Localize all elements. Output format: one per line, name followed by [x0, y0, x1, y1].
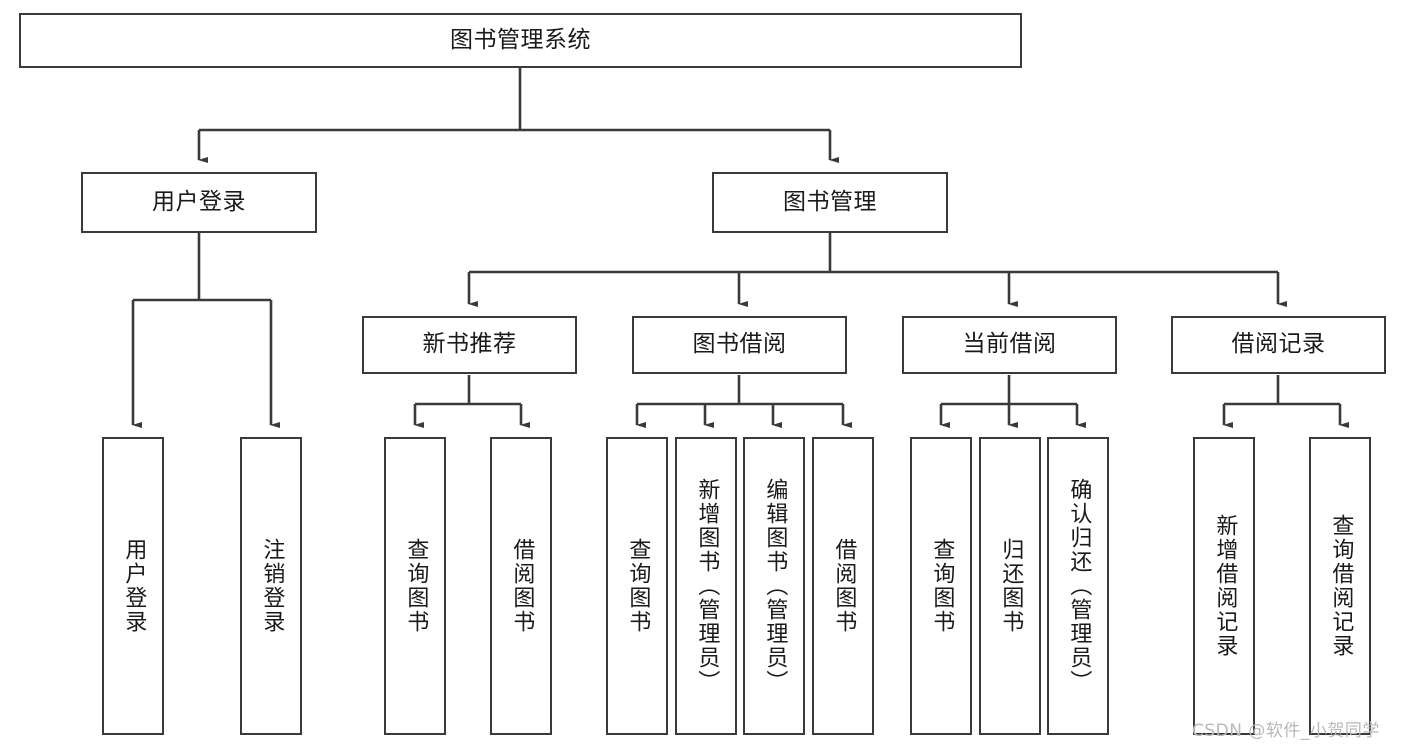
node-label: 查询图书: [929, 538, 955, 634]
node-label: 借阅图书: [509, 538, 535, 634]
leaf-borrow-book[interactable]: 借阅图书: [812, 437, 874, 735]
node-label: 图书管理: [783, 188, 877, 215]
node-label: 图书借阅: [692, 331, 787, 358]
node-label: 新增借阅记录: [1212, 514, 1238, 658]
leaf-add-book[interactable]: 新增图书（管理员）: [675, 437, 737, 735]
node-borrow-record[interactable]: 借阅记录: [1171, 316, 1386, 374]
node-book-management[interactable]: 图书管理: [712, 172, 948, 233]
node-label: 新书推荐: [422, 331, 517, 358]
node-label: 图书管理系统: [450, 26, 591, 53]
node-label: 用户登录: [121, 538, 147, 634]
leaf-borrow-book-recommend[interactable]: 借阅图书: [490, 437, 552, 735]
node-label: 当前借阅: [962, 331, 1057, 358]
node-label: 借阅记录: [1231, 331, 1326, 358]
node-label: 借阅图书: [831, 538, 857, 634]
node-current-borrow[interactable]: 当前借阅: [902, 316, 1117, 374]
node-book-borrow[interactable]: 图书借阅: [632, 316, 847, 374]
leaf-query-book-borrow[interactable]: 查询图书: [606, 437, 668, 735]
node-label: 归还图书: [998, 538, 1024, 634]
node-root-library-system[interactable]: 图书管理系统: [19, 13, 1022, 68]
node-user-login[interactable]: 用户登录: [81, 172, 317, 233]
leaf-edit-book[interactable]: 编辑图书（管理员）: [743, 437, 805, 735]
leaf-logout[interactable]: 注销登录: [240, 437, 302, 735]
node-label: 确认归还（管理员）: [1066, 478, 1092, 694]
leaf-query-book-recommend[interactable]: 查询图书: [384, 437, 446, 735]
node-label: 查询图书: [625, 538, 651, 634]
leaf-return-book[interactable]: 归还图书: [979, 437, 1041, 735]
node-label: 编辑图书（管理员）: [762, 478, 788, 694]
leaf-query-book-current[interactable]: 查询图书: [910, 437, 972, 735]
leaf-user-login[interactable]: 用户登录: [102, 437, 164, 735]
node-new-book-recommend[interactable]: 新书推荐: [362, 316, 577, 374]
leaf-confirm-return[interactable]: 确认归还（管理员）: [1047, 437, 1109, 735]
node-label: 查询图书: [403, 538, 429, 634]
leaf-query-borrow-record[interactable]: 查询借阅记录: [1309, 437, 1371, 735]
node-label: 注销登录: [259, 538, 285, 634]
node-label: 查询借阅记录: [1328, 514, 1354, 658]
leaf-add-borrow-record[interactable]: 新增借阅记录: [1193, 437, 1255, 735]
node-label: 新增图书（管理员）: [694, 478, 720, 694]
csdn-watermark: CSDN @软件_小贺同学: [1192, 721, 1380, 741]
node-label: 用户登录: [152, 188, 246, 215]
